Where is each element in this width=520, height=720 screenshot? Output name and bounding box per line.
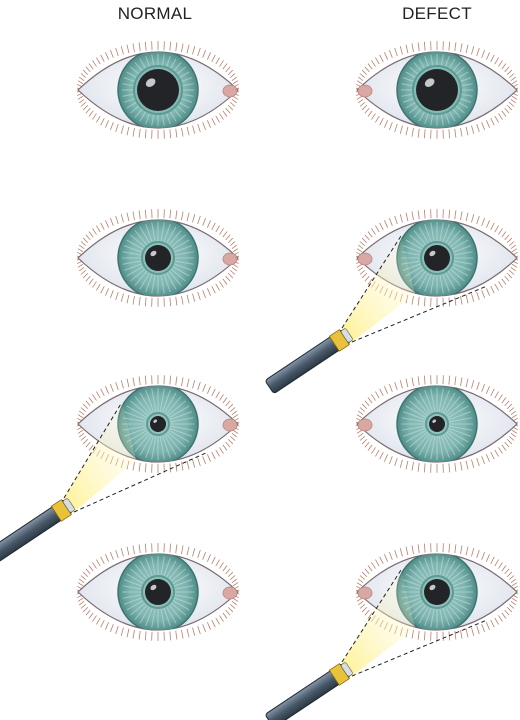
pupil xyxy=(424,245,450,271)
penlight-icon xyxy=(0,496,76,564)
pupil xyxy=(145,245,171,271)
normal-eye-row-4 xyxy=(77,543,239,641)
caruncle xyxy=(223,419,237,431)
penlight-icon xyxy=(264,326,354,394)
pupil xyxy=(137,69,179,111)
caruncle xyxy=(358,587,372,599)
caruncle xyxy=(223,253,237,265)
pupil xyxy=(150,416,166,432)
normal-eye-row-2 xyxy=(77,209,239,307)
caruncle xyxy=(223,587,237,599)
pupil xyxy=(416,69,458,111)
pupil xyxy=(145,579,171,605)
pupil xyxy=(424,579,450,605)
defect-eye-row-1 xyxy=(356,41,518,139)
caruncle xyxy=(358,419,372,431)
penlight-icon xyxy=(264,660,354,720)
pupil xyxy=(429,416,445,432)
caruncle xyxy=(358,85,372,97)
caruncle xyxy=(223,85,237,97)
defect-eye-row-3 xyxy=(356,375,518,473)
normal-eye-row-1 xyxy=(77,41,239,139)
caruncle xyxy=(358,253,372,265)
